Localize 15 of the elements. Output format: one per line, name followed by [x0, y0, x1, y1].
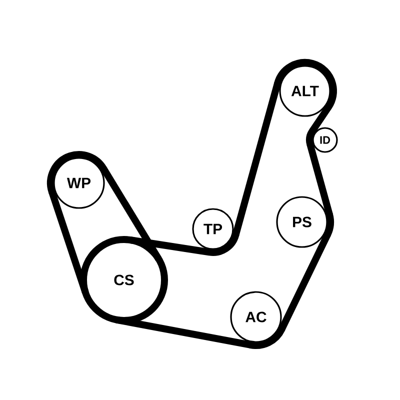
pulley: ID [312, 127, 338, 153]
belt [309, 105, 332, 134]
belt [306, 143, 333, 216]
belt [100, 166, 162, 261]
pulley: TP [192, 208, 234, 250]
belt [48, 190, 89, 294]
pulley: AC [230, 291, 282, 343]
pulley: WP [53, 157, 105, 209]
pulley: CS [80, 236, 168, 324]
pulley: ALT [279, 65, 331, 117]
belt [130, 236, 210, 256]
belt [116, 316, 252, 348]
belt [232, 82, 281, 236]
pulley: PS [276, 196, 328, 248]
belt [278, 232, 331, 332]
